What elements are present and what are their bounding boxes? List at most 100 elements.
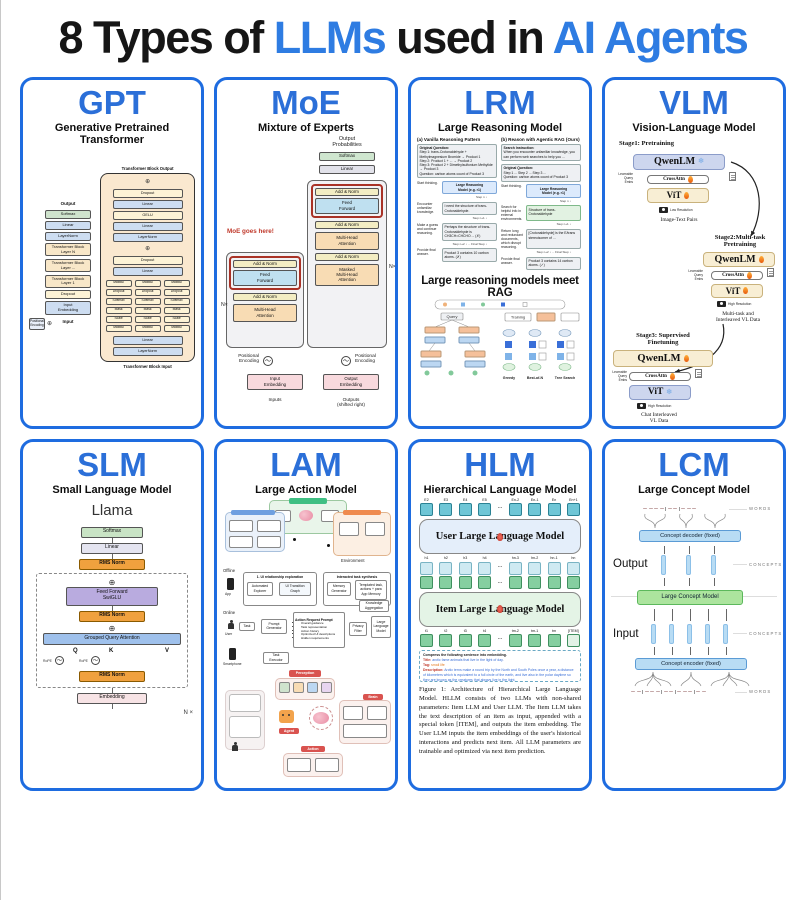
vlm-learnable-query-label: Learnable Query Embs (618, 171, 633, 184)
lcm-output-label: Output (613, 557, 648, 570)
arrow-line (690, 608, 691, 621)
hlm-prompt-title-key: Title: (423, 658, 432, 663)
speech-bubble (229, 715, 261, 738)
lam-memory-generator: Memory Generator (327, 581, 351, 596)
moe-add-norm: Add & Norm (233, 292, 297, 301)
panel-vlm-subtitle: Vision-Language Model (632, 121, 756, 134)
vlm-stage1-label: Stage1: Pretraining (619, 139, 675, 147)
lam-privacy-filter: Privacy Filter (349, 621, 367, 636)
vlm-stage3-vit: ViT❄ (629, 384, 691, 400)
lrm-step-marker: Step n+2 ↓ ... Final Step ↓ (452, 241, 487, 246)
slm-softmax: Softmax (81, 526, 143, 538)
gpt-head-op: MatMul (163, 279, 190, 287)
hlm-prompt-desc-key: Description: (423, 667, 444, 672)
svg-text:Best-of-N: Best-of-N (527, 376, 544, 380)
lam-large-language-model: Large Language Model (371, 615, 391, 638)
concept-embedding-bar (687, 623, 692, 644)
lrm-thought-box: Perhaps the structure of trans-Crotonald… (442, 222, 497, 241)
hlm-output-token: E3 (439, 498, 452, 517)
hlm-hidden-token: hn (567, 556, 580, 575)
panel-slm-subtitle: Small Language Model (52, 483, 172, 496)
lam-app-memory: Templated task, actions + para App Memor… (355, 579, 387, 600)
lrm-step-label: Return long and redundant documents, whi… (501, 228, 523, 250)
qwenlm-label: QwenLM (637, 352, 681, 364)
lrm-question-title: Original Question: (503, 166, 534, 171)
panel-lrm-subtitle: Large Reasoning Model (437, 121, 563, 134)
gpt-head-op: Mask (163, 306, 190, 314)
arrow-line (689, 545, 690, 554)
vlm-stage1-crossattn: CrossAttn (647, 174, 709, 184)
gpt-head-op: MatMul (163, 324, 190, 332)
lcm-words-label-top: WORDS (749, 505, 772, 511)
hlm-output-token: En+1 (567, 498, 580, 517)
gpt-head-op: Dropout (105, 288, 132, 296)
vit-label: ViT (725, 285, 741, 296)
lrm-answer-box: Product 3 contains 10 carbon atoms. (✗) (442, 248, 497, 262)
slm-rope-label: RoPE (43, 658, 52, 663)
lrm-column-agentic: (b) Reason with Agentic RAG (Ours) Searc… (501, 137, 581, 271)
slm-model-name: Llama (91, 501, 133, 519)
arrow-line (708, 608, 709, 621)
moe-feed-forward: Feed Forward (315, 197, 379, 214)
moe-positional-encoding-left: Positional Encoding (238, 353, 259, 364)
hlm-prompt-box: Compress the following sentence into emb… (419, 650, 581, 683)
lam-percept-icon (307, 681, 318, 693)
moe-outputs-label: Outputs (shifted right) (337, 397, 365, 408)
lrm-step-label: Start thinking. (501, 184, 522, 188)
panel-moe-subtitle: Mixture of Experts (258, 121, 354, 134)
hlm-hidden-token: h4 (478, 556, 491, 575)
gpt-stack-block: LayerNorm (45, 232, 91, 241)
vit-label: ViT (666, 190, 682, 200)
hlm-item-embedding-token (528, 576, 541, 589)
hlm-item-embedding-token (509, 576, 522, 589)
crossattn-label: CrossAttn (645, 373, 667, 379)
hlm-item-embedding-token (459, 576, 472, 589)
hlm-input-token: t2 (439, 629, 452, 648)
arrow-line (654, 608, 655, 621)
hlm-output-token: En (548, 498, 561, 517)
vit-label: ViT (647, 387, 664, 397)
hlm-item-llm: Item Large Language Model (419, 591, 581, 627)
camera-icon (637, 402, 646, 409)
gpt-block-input-label: Transformer Block Input (123, 363, 172, 369)
lam-mini-box (257, 535, 281, 548)
concept-embedding-bar (651, 623, 656, 644)
arrow-line (672, 646, 673, 655)
lam-offline-label: Offline (223, 567, 236, 573)
lam-action-badge: Action (301, 745, 325, 752)
lrm-document-box: [Crotonaldehyde] is the E/trans stereois… (526, 228, 581, 250)
lrm-step-marker: Step n+1 ↓ (472, 216, 487, 221)
hlm-item-embedding-token: ... (497, 579, 503, 586)
title-part-llms: LLMs (273, 12, 387, 63)
lrm-rag-heading: Large reasoning models meet RAG (421, 275, 579, 300)
concept-embedding-bar (705, 623, 710, 644)
svg-text:Tree Search: Tree Search (555, 376, 575, 380)
dashed-circle (309, 705, 333, 730)
gpt-attn-block: LayerNorm (112, 346, 183, 356)
vlm-stage1-vit: ViT (647, 187, 709, 203)
gpt-head-op: Dropout (163, 288, 190, 296)
gpt-stack-block: Dropout (45, 290, 91, 299)
hlm-input-token: tm-2 (509, 629, 522, 648)
vlm-stage1-caption: Image-Text Pairs (660, 216, 698, 223)
slm-linear: Linear (81, 542, 143, 554)
panel-lcm-subtitle: Large Concept Model (638, 483, 750, 496)
lrm-model-box: Large Reasoning Model (e.g. r1) (526, 184, 581, 198)
vlm-stage2-resolution: High Resolution (728, 301, 752, 306)
lrm-search-title: Search Instruction: (503, 146, 535, 150)
slm-grouped-query-attention: Grouped Query Attention (43, 632, 181, 645)
moe-output-embedding: Output Embedding (323, 373, 379, 390)
flame-icon (683, 354, 689, 362)
flame-icon (669, 372, 675, 380)
arrow-line (714, 577, 715, 586)
vlm-stage2-caption: Multi-task and Interleaved VL Data (715, 310, 760, 323)
moe-multi-head-attention: Multi-Head Attention (315, 231, 379, 250)
slm-repeat-block: ⊕ Feed Forward SwiGLU RMS Norm ⊕ Grouped… (36, 572, 188, 688)
lrm-step-marker: Step n+1 ↓ (556, 222, 571, 227)
gpt-head-op: Scale (134, 315, 161, 323)
panel-hlm-title: HLM (464, 445, 536, 483)
lrm-step-marker: Step n+2 ↓ ... Final Step ↓ (536, 250, 571, 255)
lam-mini-box (229, 535, 253, 548)
